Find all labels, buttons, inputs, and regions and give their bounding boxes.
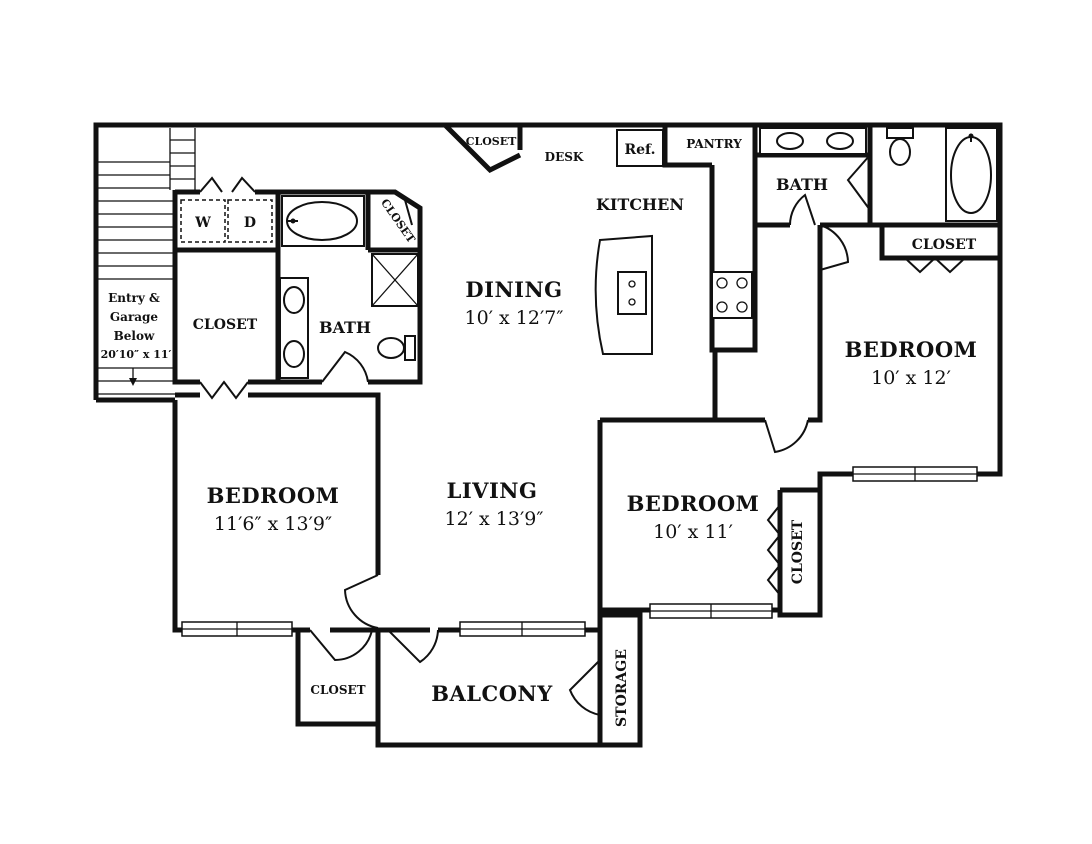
dryer-label: D xyxy=(244,215,256,231)
entry-size: 20′10″ x 11′ xyxy=(101,348,172,361)
windows xyxy=(181,466,978,637)
closet-center-bedroom: CLOSET xyxy=(790,519,806,584)
fixtures xyxy=(180,127,998,379)
entry-label-line3: Below xyxy=(114,329,155,343)
washer xyxy=(180,199,226,243)
washer-label: W xyxy=(194,215,211,231)
sink-icon xyxy=(776,132,804,150)
living-size: 12′ x 13′9″ xyxy=(445,508,544,530)
bedroom-left-size: 11′6″ x 13′9″ xyxy=(214,513,332,535)
closet-right-bedroom: CLOSET xyxy=(912,237,977,253)
labels: DINING 10′ x 12′7″ KITCHEN LIVING 12′ x … xyxy=(101,135,978,727)
bathtub-icon xyxy=(286,201,358,241)
closet-top-kitchen: CLOSET xyxy=(466,135,517,148)
desk-label: DESK xyxy=(545,150,584,164)
bedroom-right-size: 10′ x 12′ xyxy=(871,367,951,389)
sink-icon xyxy=(617,271,647,315)
pantry-label: PANTRY xyxy=(686,137,742,151)
stove-icon xyxy=(711,271,753,319)
bedroom-left-label: BEDROOM xyxy=(207,483,340,508)
bath-right-label: BATH xyxy=(776,175,828,194)
sink-icon xyxy=(826,132,854,150)
bedroom-right-label: BEDROOM xyxy=(845,337,978,362)
entry-label-line1: Entry & xyxy=(108,291,160,305)
down-arrow-icon xyxy=(129,378,137,386)
interior-walls xyxy=(172,123,1000,745)
entry-label-line2: Garage xyxy=(110,310,159,324)
toilet-icon xyxy=(377,337,405,359)
closet-bottom-left: CLOSET xyxy=(310,683,365,697)
sink-icon xyxy=(283,340,305,368)
toilet-icon xyxy=(889,138,911,166)
balcony-label: BALCONY xyxy=(431,681,553,706)
stairs xyxy=(98,128,196,395)
bedroom-center-label: BEDROOM xyxy=(627,491,760,516)
closet-left-walkin: CLOSET xyxy=(193,317,258,333)
dining-label: DINING xyxy=(465,277,562,302)
doors xyxy=(199,154,966,716)
storage-label: STORAGE xyxy=(614,649,630,727)
dryer xyxy=(227,199,273,243)
bathtub-icon xyxy=(950,136,992,214)
exterior-walls xyxy=(93,122,1003,748)
living-label: LIVING xyxy=(447,478,538,503)
bath-left-label: BATH xyxy=(319,318,371,337)
dining-size: 10′ x 12′7″ xyxy=(465,307,564,329)
sink-icon xyxy=(283,286,305,314)
refrigerator-label: Ref. xyxy=(625,142,656,158)
bedroom-center-size: 10′ x 11′ xyxy=(653,521,733,543)
kitchen-label: KITCHEN xyxy=(596,195,684,214)
refrigerator xyxy=(616,129,664,167)
